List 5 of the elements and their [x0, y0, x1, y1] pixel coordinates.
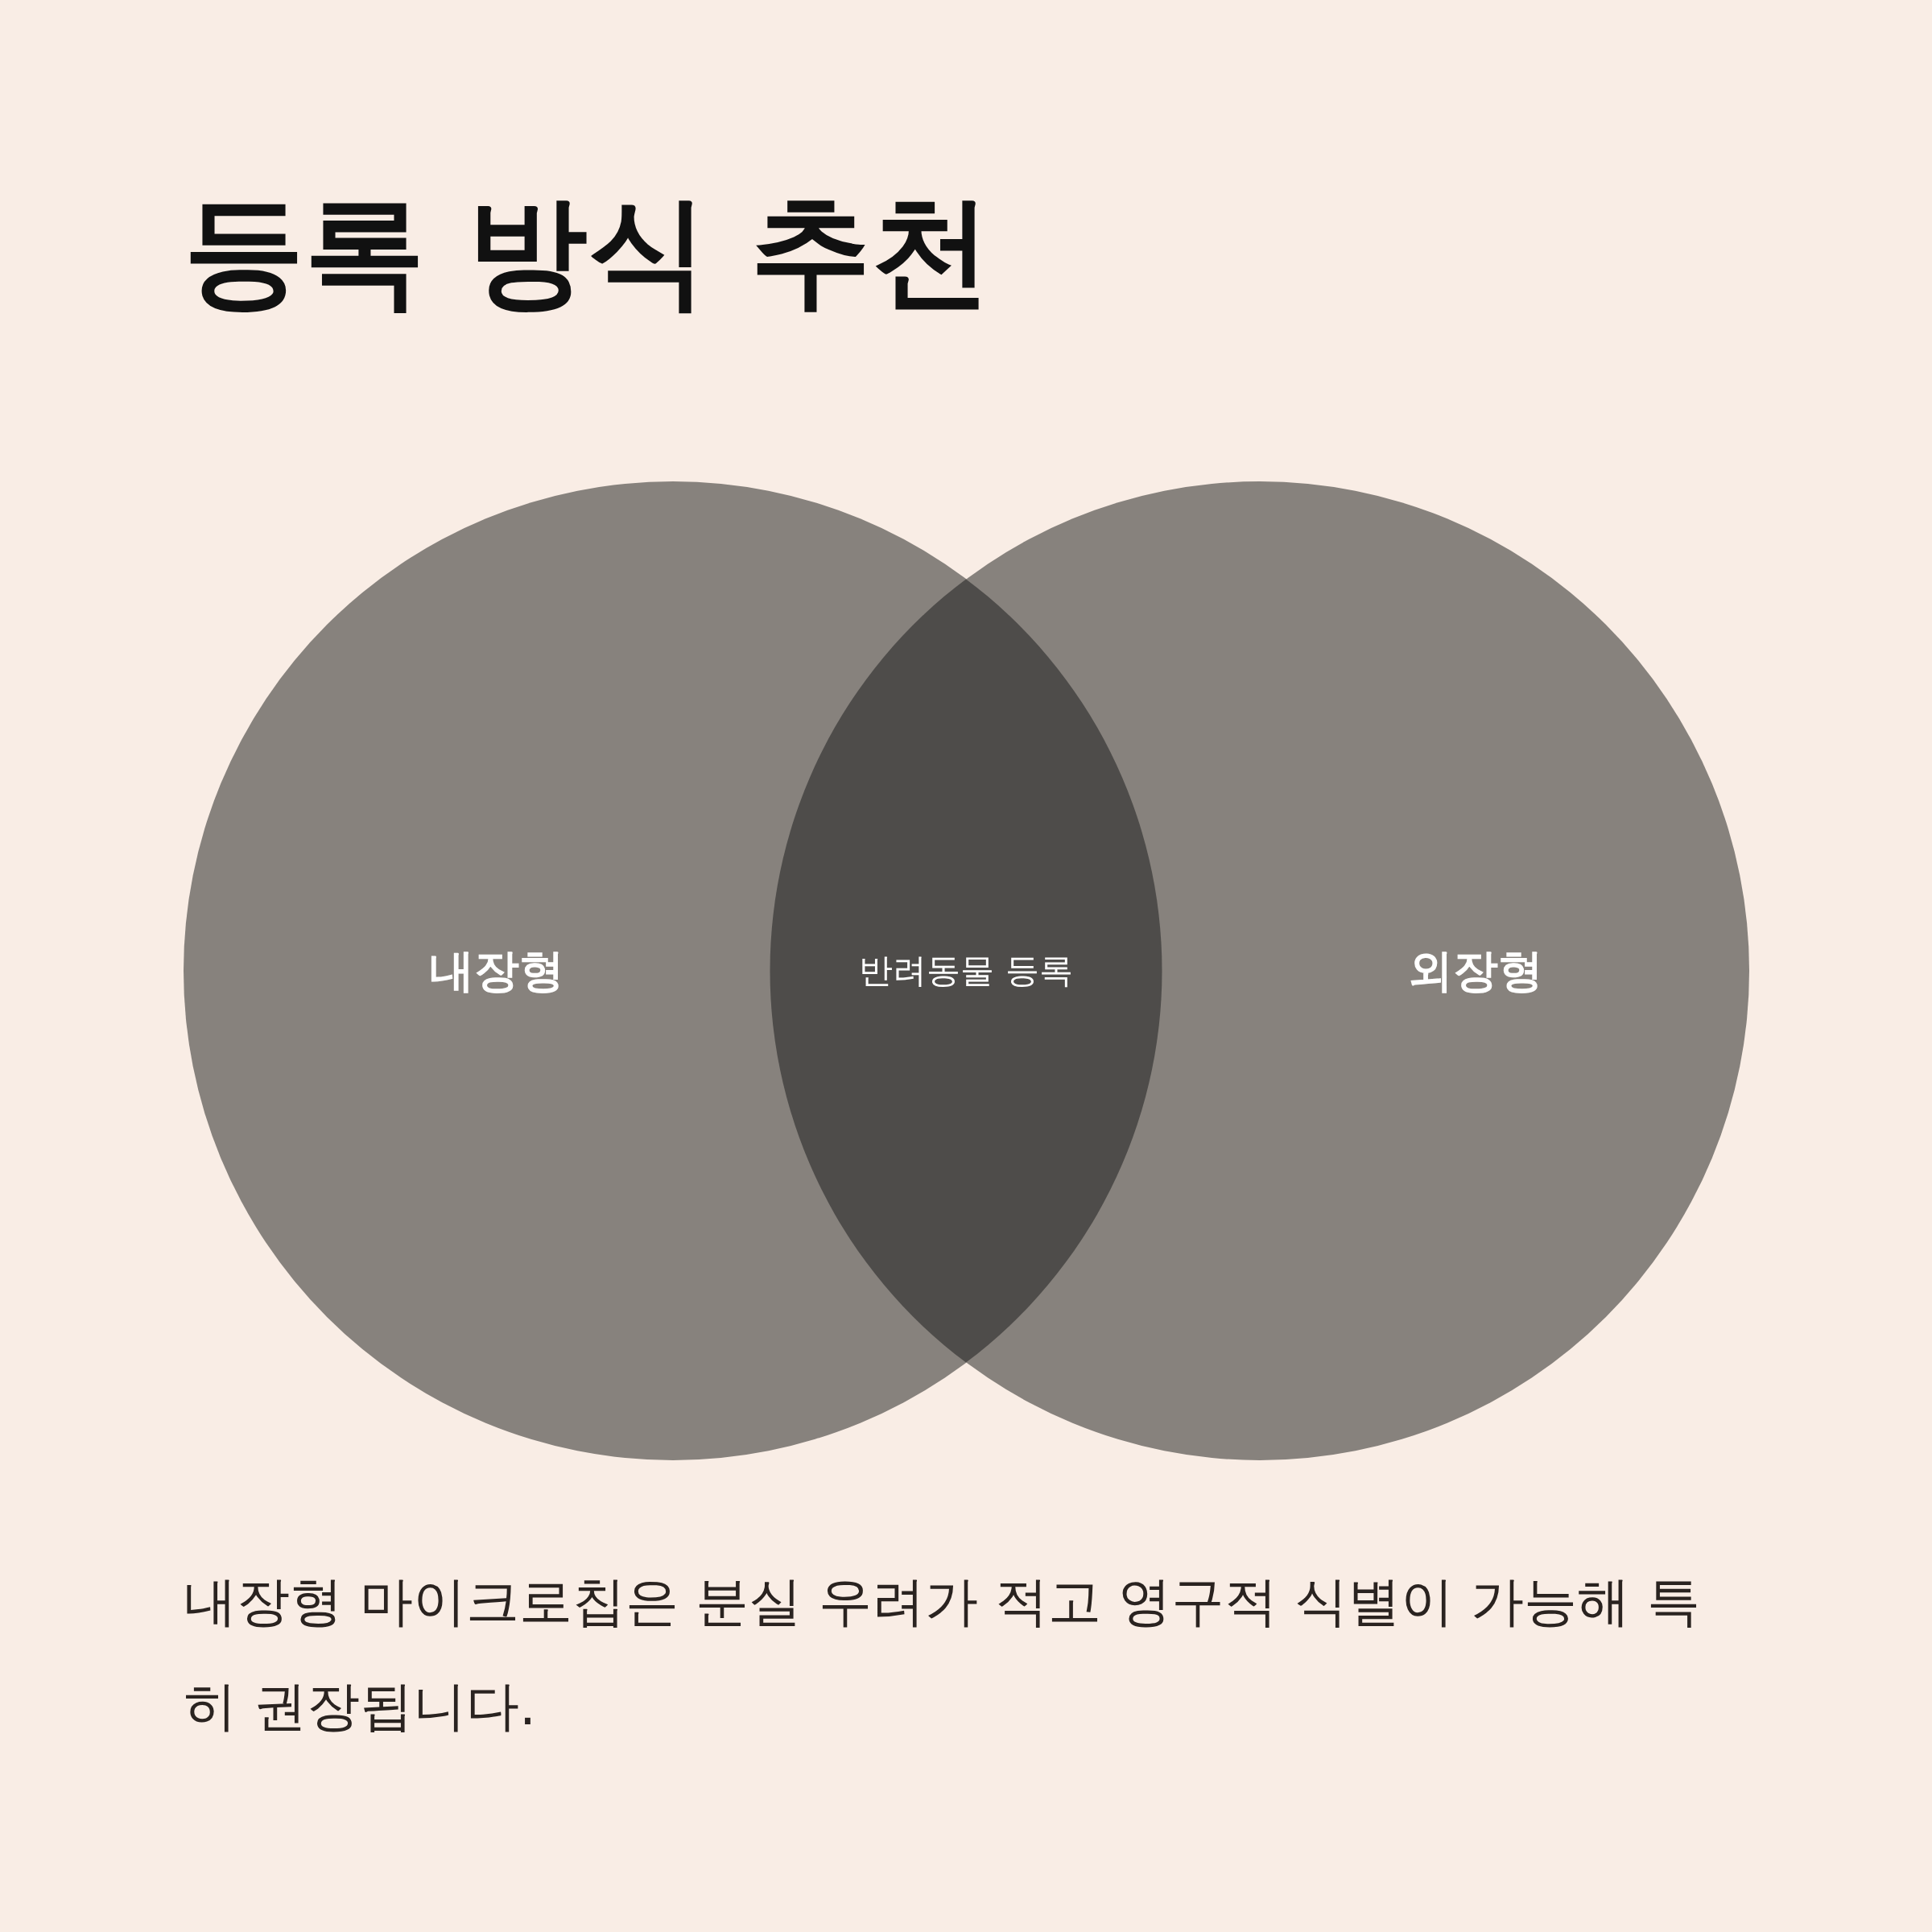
- set-label: 외장형: [1407, 943, 1544, 998]
- set-label: 내장형: [428, 943, 565, 998]
- caption: 내장형 마이크로칩은 분실 우려가 적고 영구적 식별이 가능해 특히 권장됩니다.: [184, 1570, 1701, 1739]
- title: 등록 방식 추천: [184, 185, 993, 318]
- intersection-label: 반려동물 등록: [858, 950, 1074, 992]
